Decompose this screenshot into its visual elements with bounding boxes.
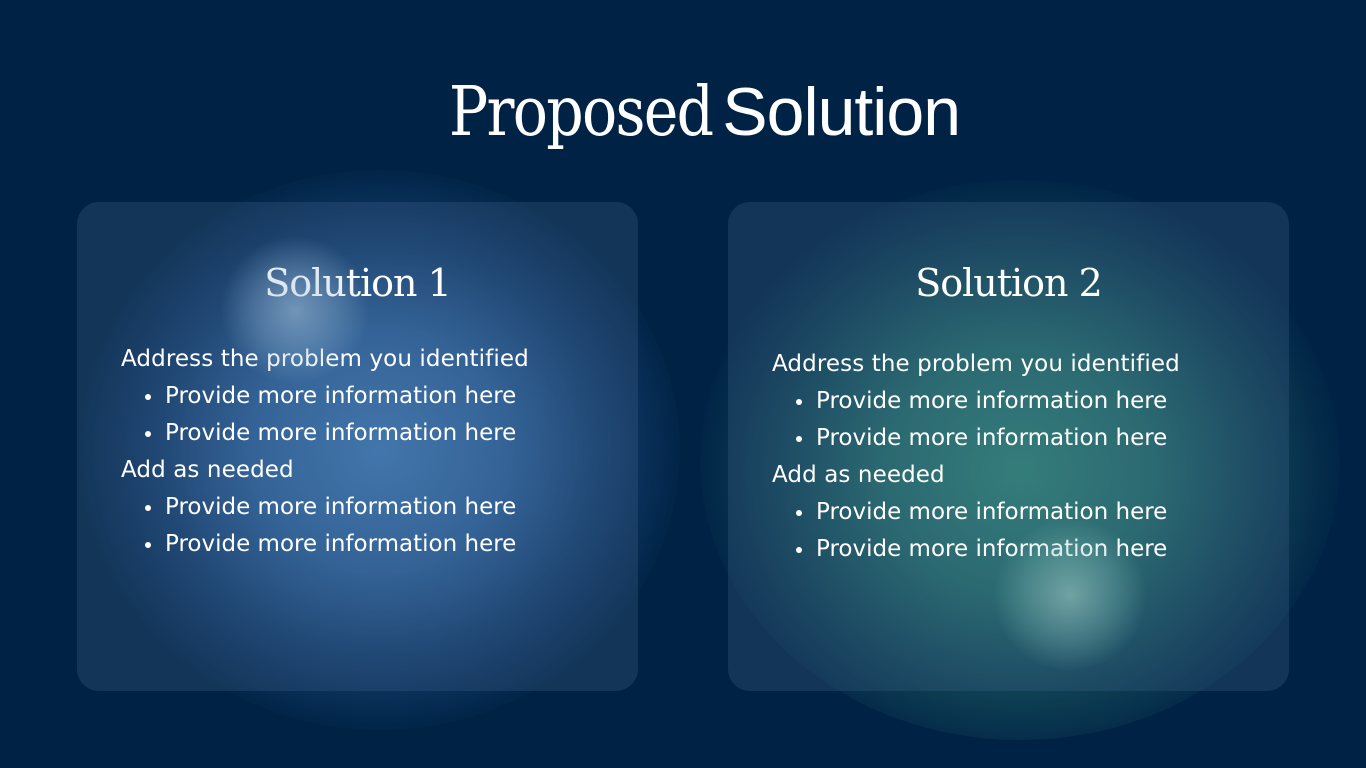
solution-card-2: Solution 2 Address the problem you ident… bbox=[728, 202, 1289, 691]
bullet-list: Provide more information here Provide mo… bbox=[121, 489, 529, 563]
bullet-item: Provide more information here bbox=[121, 378, 529, 415]
section-text: Address the problem you identified bbox=[772, 351, 1180, 377]
bullet-list: Provide more information here Provide mo… bbox=[121, 378, 529, 452]
bullet-item: Provide more information here bbox=[772, 383, 1180, 420]
bullet-item: Provide more information here bbox=[121, 415, 529, 452]
bullet-list: Provide more information here Provide mo… bbox=[772, 383, 1180, 457]
title-serif-part: Proposed bbox=[448, 73, 714, 152]
solution-card-1: Solution 1 Address the problem you ident… bbox=[77, 202, 638, 691]
bullet-list: Provide more information here Provide mo… bbox=[772, 494, 1180, 568]
bullet-item: Provide more information here bbox=[772, 531, 1180, 568]
card-heading: Solution 1 bbox=[264, 261, 452, 305]
card-body: Address the problem you identified Provi… bbox=[121, 341, 529, 563]
section-text: Address the problem you identified bbox=[121, 346, 529, 372]
bullet-item: Provide more information here bbox=[772, 420, 1180, 457]
section-text: Add as needed bbox=[121, 457, 294, 483]
section-text: Add as needed bbox=[772, 462, 945, 488]
card-body: Address the problem you identified Provi… bbox=[772, 346, 1180, 568]
title-sans-part: Solution bbox=[722, 74, 961, 150]
card-heading: Solution 2 bbox=[915, 261, 1103, 305]
bullet-item: Provide more information here bbox=[121, 526, 529, 563]
bullet-item: Provide more information here bbox=[121, 489, 529, 526]
bullet-item: Provide more information here bbox=[772, 494, 1180, 531]
